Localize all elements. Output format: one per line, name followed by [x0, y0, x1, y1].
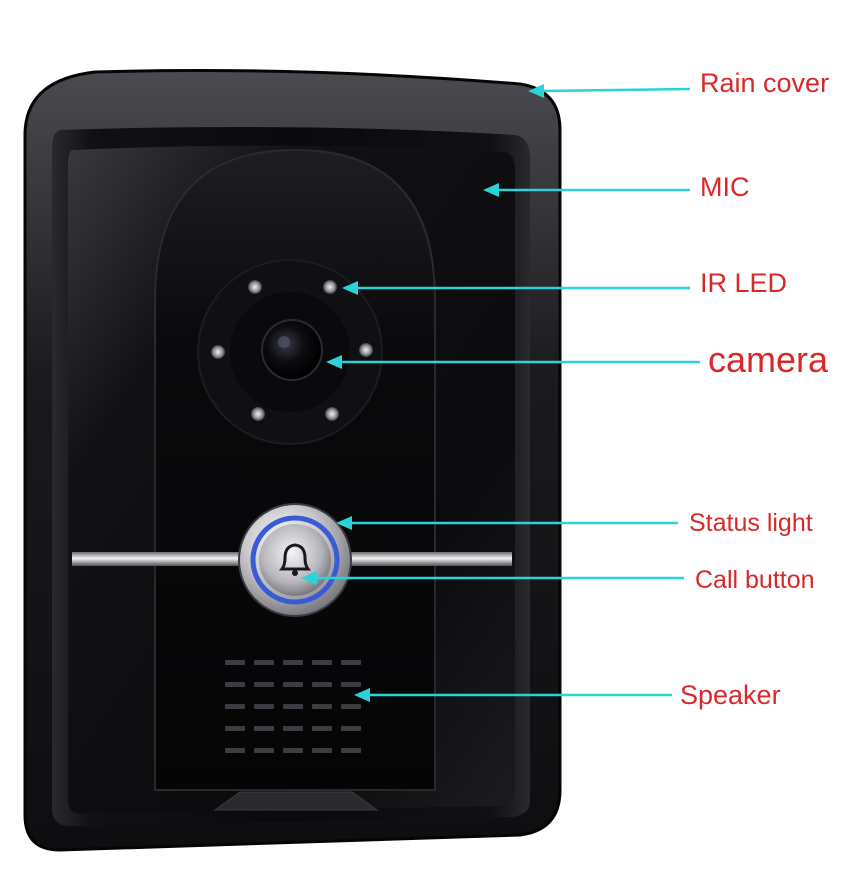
- ir-led: [251, 407, 265, 421]
- speaker-slot: [283, 682, 303, 687]
- label-ir-led: IR LED: [700, 268, 787, 298]
- speaker-slot: [312, 748, 332, 753]
- speaker-slot: [341, 660, 361, 665]
- label-rain-cover: Rain cover: [700, 68, 829, 98]
- speaker-slot: [312, 682, 332, 687]
- ir-led: [325, 407, 339, 421]
- speaker-slot: [283, 748, 303, 753]
- speaker-slot: [254, 748, 274, 753]
- ir-led: [211, 345, 225, 359]
- status-light-ring: [250, 515, 340, 605]
- callout-rain-cover: [539, 87, 691, 93]
- speaker-slot: [312, 726, 332, 731]
- label-camera: camera: [708, 339, 829, 380]
- speaker-slot: [312, 704, 332, 709]
- camera-module: [197, 259, 383, 445]
- speaker-slot: [341, 726, 361, 731]
- speaker-slot: [254, 660, 274, 665]
- speaker-slot: [225, 704, 245, 709]
- speaker-slot: [254, 726, 274, 731]
- ir-led: [248, 280, 262, 294]
- speaker-slot: [254, 704, 274, 709]
- ir-led: [323, 280, 337, 294]
- call-button[interactable]: [238, 503, 352, 617]
- bell-icon: [279, 543, 311, 576]
- camera-lens: [261, 319, 323, 381]
- speaker-slot: [225, 682, 245, 687]
- speaker-slot: [341, 704, 361, 709]
- ir-led: [359, 343, 373, 357]
- label-status-light: Status light: [689, 509, 813, 537]
- speaker-slot: [341, 748, 361, 753]
- callout-labels: Rain cover MIC IR LED camera Status ligh…: [680, 68, 829, 710]
- speaker-grille: [225, 660, 361, 753]
- label-speaker: Speaker: [680, 680, 781, 710]
- speaker-slot: [283, 726, 303, 731]
- speaker-slot: [312, 660, 332, 665]
- label-call-button: Call button: [695, 566, 815, 594]
- speaker-slot: [283, 704, 303, 709]
- speaker-slot: [283, 660, 303, 665]
- callout-lines: [301, 84, 700, 702]
- speaker-slot: [341, 682, 361, 687]
- speaker-slot: [254, 682, 274, 687]
- bottom-notch: [213, 791, 379, 811]
- speaker-slot: [225, 748, 245, 753]
- ir-led-ring: [211, 280, 373, 421]
- label-mic: MIC: [700, 172, 750, 202]
- speaker-slot: [225, 726, 245, 731]
- speaker-slot: [225, 660, 245, 665]
